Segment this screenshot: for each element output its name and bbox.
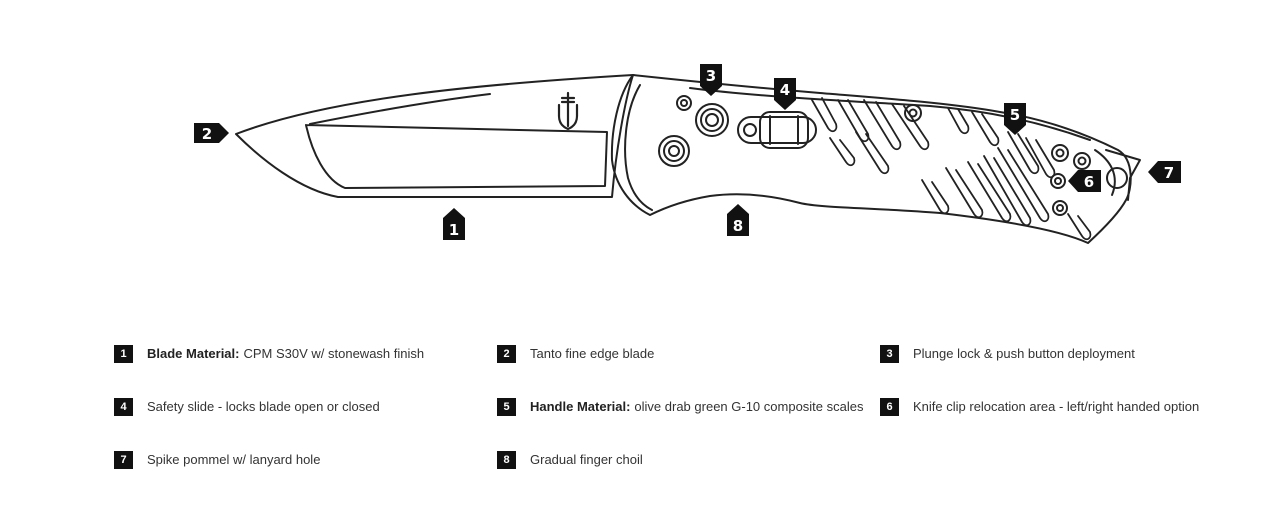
callout-2-number: 2: [202, 125, 212, 143]
handle-outline: [610, 74, 1132, 244]
lanyard-hole-icon: [1106, 167, 1128, 189]
legend-badge-5: 5: [497, 398, 516, 416]
legend-text-1: CPM S30V w/ stonewash finish: [243, 346, 425, 361]
callout-4: 4: [774, 78, 796, 110]
screw-icon: [1051, 144, 1069, 162]
legend-item-7: 7 Spike pommel w/ lanyard hole: [114, 451, 320, 469]
screw-icon: [1050, 173, 1066, 189]
screw-icon: [1052, 200, 1068, 216]
legend-badge-6: 6: [880, 398, 899, 416]
legend-text-4: Safety slide - locks blade open or close…: [147, 399, 380, 414]
callout-7-number: 7: [1164, 164, 1174, 182]
callout-2: 2: [194, 123, 229, 143]
callout-5-number: 5: [1010, 106, 1020, 124]
callout-6: 6: [1068, 170, 1101, 192]
legend-item-3: 3 Plunge lock & push button deployment: [880, 345, 1135, 363]
legend-badge-3: 3: [880, 345, 899, 363]
legend-item-2: 2 Tanto fine edge blade: [497, 345, 654, 363]
legend-item-6: 6 Knife clip relocation area - left/righ…: [880, 398, 1199, 416]
blade: [235, 74, 634, 198]
blade-spine-swedge: [309, 93, 491, 125]
legend-text-5: olive drab green G-10 composite scales: [634, 399, 864, 414]
callout-3-number: 3: [706, 67, 716, 85]
legend-badge-2: 2: [497, 345, 516, 363]
gerber-logo-icon: [557, 91, 579, 131]
callout-1-number: 1: [449, 221, 459, 239]
legend-label-1: Blade Material:: [147, 346, 240, 361]
grip-grooves: [811, 97, 1092, 241]
handle: [610, 74, 1141, 244]
legend-badge-8: 8: [497, 451, 516, 469]
callout-3: 3: [700, 64, 722, 96]
legend-text-7: Spike pommel w/ lanyard hole: [147, 452, 321, 467]
callout-7: 7: [1148, 161, 1181, 183]
callout-4-number: 4: [780, 81, 790, 99]
callout-8: 8: [727, 204, 749, 236]
callout-6-number: 6: [1084, 173, 1094, 191]
blade-outline: [235, 74, 634, 198]
legend-badge-1: 1: [114, 345, 133, 363]
legend-text-2: Tanto fine edge blade: [530, 346, 655, 361]
callout-5: 5: [1004, 103, 1026, 135]
pivot-screw-icon: [658, 135, 690, 167]
callout-8-number: 8: [733, 217, 743, 235]
legend-item-4: 4 Safety slide - locks blade open or clo…: [114, 398, 380, 416]
legend-badge-7: 7: [114, 451, 133, 469]
legend-item-1: 1 Blade Material: CPM S30V w/ stonewash …: [114, 345, 424, 363]
legend-text-6: Knife clip relocation area - left/right …: [913, 399, 1200, 414]
legend-text-3: Plunge lock & push button deployment: [913, 346, 1135, 361]
plunge-lock-button-icon: [695, 103, 729, 137]
legend-badge-4: 4: [114, 398, 133, 416]
screw-icon: [1073, 152, 1091, 170]
legend-item-8: 8 Gradual finger choil: [497, 451, 643, 469]
spike-pommel: [1105, 149, 1141, 201]
legend-label-5: Handle Material:: [530, 399, 631, 414]
callout-1: 1: [443, 208, 465, 240]
legend-text-8: Gradual finger choil: [530, 452, 643, 467]
legend-item-5: 5 Handle Material: olive drab green G-10…: [497, 398, 863, 416]
safety-slide: [737, 111, 817, 149]
blade-grind-line: [305, 124, 608, 189]
handle-bolster-line: [624, 84, 653, 211]
handle-top-edge: [689, 87, 1091, 141]
screw-icon: [676, 95, 692, 111]
